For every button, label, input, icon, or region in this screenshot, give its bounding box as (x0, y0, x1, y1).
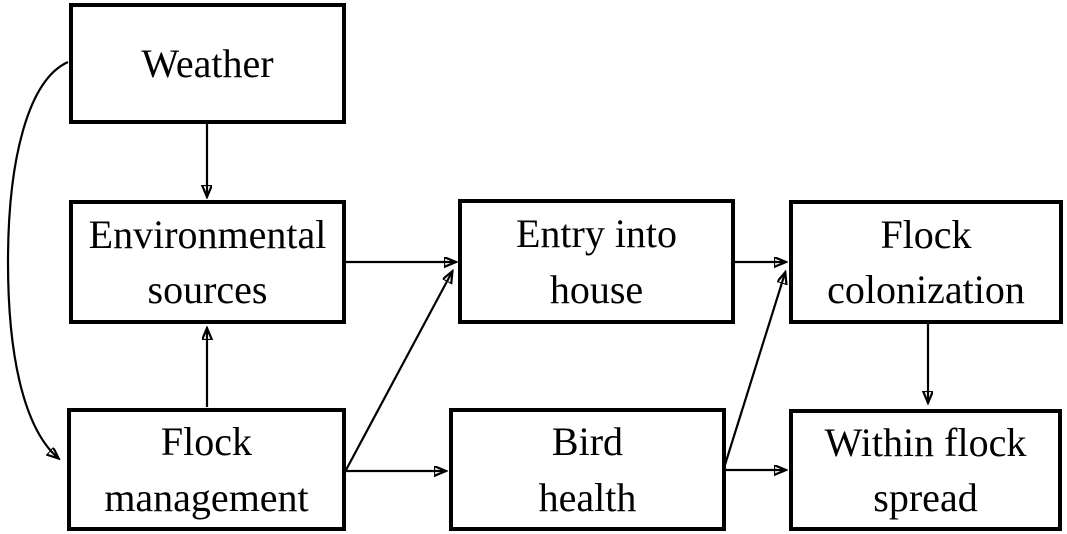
node-within-flock-spread-label: Within flock spread (824, 419, 1027, 520)
node-weather-label: Weather (141, 40, 274, 86)
node-weather: Weather (69, 3, 346, 124)
node-flock-colonization-label: Flock colonization (827, 211, 1025, 312)
arrow-flock-management-to-entry-into-house (345, 272, 452, 471)
node-bird-health: Bird health (449, 408, 726, 531)
node-bird-health-label: Bird health (538, 419, 637, 520)
node-entry-into-house-label: Entry into house (515, 211, 678, 312)
node-within-flock-spread: Within flock spread (789, 409, 1062, 531)
node-environmental-sources: Environmental sources (69, 200, 346, 324)
node-entry-into-house: Entry into house (458, 199, 735, 324)
node-flock-management: Flock management (67, 408, 346, 531)
node-flock-management-label: Flock management (104, 419, 309, 520)
arrow-weather-to-flock-management (6, 60, 69, 458)
node-environmental-sources-label: Environmental sources (88, 211, 327, 312)
node-flock-colonization: Flock colonization (789, 200, 1063, 324)
